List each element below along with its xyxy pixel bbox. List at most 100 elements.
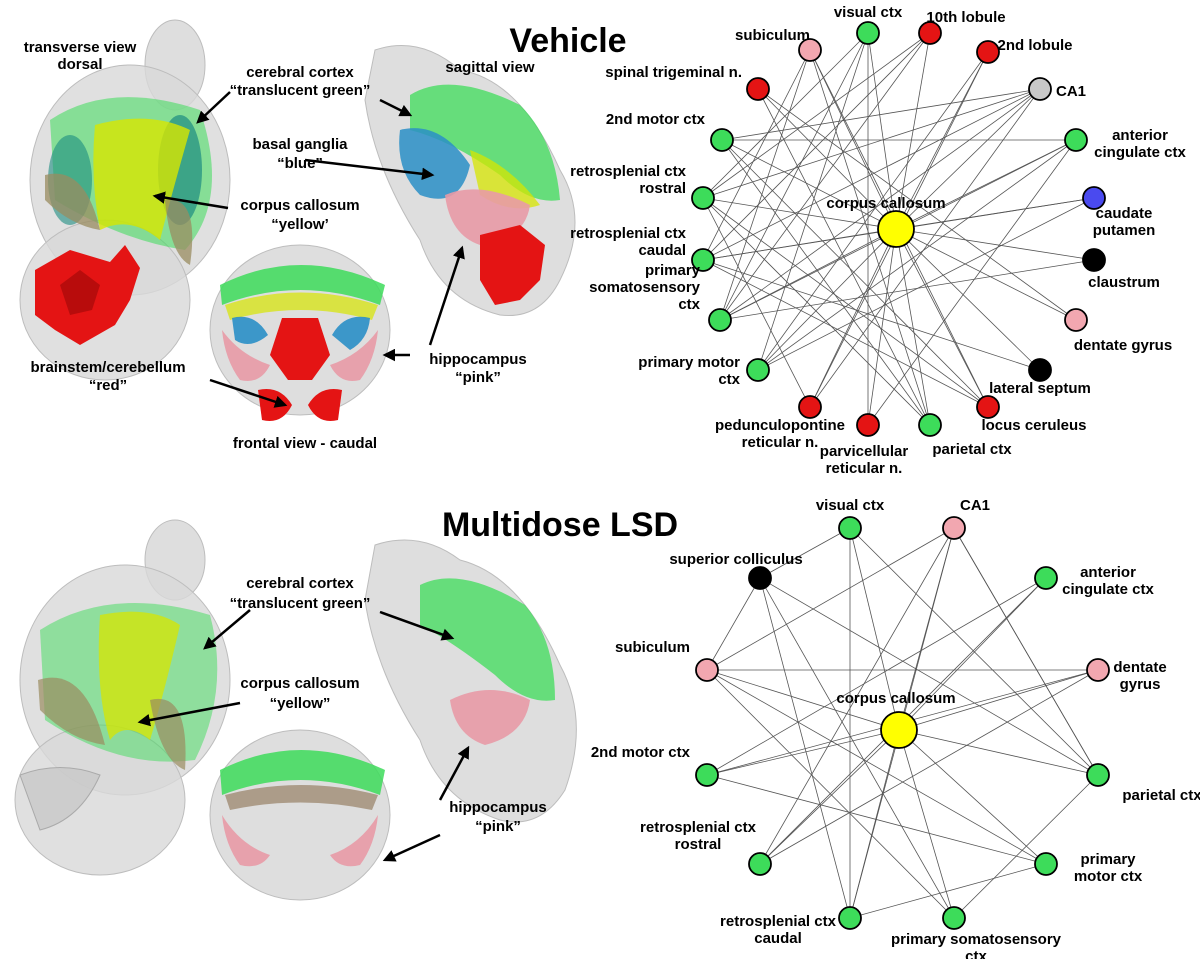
vehicle-node-label-cc: corpus callosum [826,195,945,212]
lsd-node-visual [838,516,862,540]
lsd-node-label-line: retrosplenial ctx [640,819,757,836]
lsd-node-cc [880,711,918,749]
lsd-edge-cc-visual [849,527,900,731]
lsd-transverse-brain [14,519,231,876]
lsd-node-label-ca1: CA1 [960,497,990,514]
vehicle-edge-rsc-septum [702,259,1041,371]
vehicle-edge-cc-parietal [895,228,931,426]
vehicle-node-label-line: retrosplenial ctx [570,225,687,242]
vehicle-edge-cc-pmotor [757,228,897,371]
lsd-title: Multidose LSD [442,506,678,544]
vehicle-node-label-line: corpus callosum [826,195,945,212]
lsd-edge-ca1-rsr [759,527,955,865]
dorsal-label: dorsal [57,56,102,73]
basal-ganglia-color-annotation: “blue” [277,155,323,172]
vehicle-edge-cc-ca1 [895,88,1041,230]
vehicle-edge-visual-rsr [702,32,869,199]
vehicle-edge-cc-lob2 [895,51,989,230]
vehicle-edge-ca1-motor2 [721,88,1041,141]
vehicle-node-ca1 [1028,77,1052,101]
vehicle-node-label-line: ctx [718,371,740,388]
lsd-edge-acc-motor2 [706,577,1047,776]
vehicle-node-lc [976,395,1000,419]
vehicle-edge-ca1-rsr [702,88,1041,199]
lsd-cortex-color-annotation: “translucent green” [230,595,371,612]
vehicle-node-label-line: visual ctx [834,4,903,21]
vehicle-node-ppn [798,395,822,419]
vehicle-edge-cc-claustrum [895,228,1095,261]
lsd-node-motor2 [695,763,719,787]
lsd-edge-visual-parietal [849,527,1099,776]
vehicle-edge-ppn-rsr [702,197,811,408]
lsd-edge-subiculum-pmotor [706,669,1047,865]
vehicle-node-label-line: subiculum [735,27,810,44]
lsd-node-rsc [838,906,862,930]
vehicle-edge-spinal-dentate [757,88,1077,321]
vehicle-node-motor2 [710,128,734,152]
lsd-node-label-line: retrosplenial ctx [720,913,837,930]
lsd-edge-sc-subiculum [706,577,761,671]
vehicle-node-rsc [691,248,715,272]
transverse-view-label: transverse view [24,39,137,56]
lsd-edge-sc-parietal [759,577,1099,776]
vehicle-edge-lob10-rsr [702,32,931,199]
vehicle-node-label-line: dentate gyrus [1074,337,1172,354]
lsd-node-rsr [748,852,772,876]
lsd-node-label-line: caudal [754,930,802,947]
cortex-annotation: cerebral cortex [246,64,354,81]
lsd-labels: Multidose LSD cerebral cortex “transluce… [230,506,678,835]
vehicle-edge-parvi-acc [867,139,1077,426]
vehicle-node-cc [877,210,915,248]
lsd-edge-cc-pmotor [898,729,1047,865]
vehicle-edge-visual-pss [719,32,869,321]
vehicle-node-label-motor2: 2nd motor ctx [606,111,706,128]
vehicle-node-label-line: 2nd lobule [998,37,1073,54]
lsd-node-acc [1034,566,1058,590]
vehicle-edge-caudate-pmotor [757,197,1095,371]
lsd-edge-cc-pss [898,729,955,919]
lsd-edge-parietal-pss [953,774,1099,919]
frontal-view-label: frontal view - caudal [233,435,377,452]
vehicle-node-label-parietal: parietal ctx [932,441,1012,458]
vehicle-annotation-arrows [152,91,465,408]
vehicle-node-pss [708,308,732,332]
lsd-node-label-cc: corpus callosum [836,690,955,707]
vehicle-node-label-line: locus ceruleus [981,417,1086,434]
vehicle-node-label-line: lateral septum [989,380,1091,397]
sagittal-view-label: sagittal view [445,59,535,76]
vehicle-edge-subiculum-rsc [702,49,811,261]
lsd-node-label-line: rostral [675,836,722,853]
lsd-node-label-line: primary somatosensory [891,931,1062,948]
vehicle-edge-lob10-pss [719,32,931,321]
lsd-node-label-line: ctx [965,948,987,959]
vehicle-edge-cc-parvi [867,228,897,426]
lsd-edge-cc-parietal [898,729,1099,776]
vehicle-node-septum [1028,358,1052,382]
vehicle-edge-rsr-lc [702,197,989,408]
vehicle-node-label-line: somatosensory [589,279,701,296]
vehicle-node-label-spinal: spinal trigeminal n. [605,64,742,81]
vehicle-node-spinal [746,77,770,101]
vehicle-node-label-line: primary [645,262,701,279]
vehicle-network-nodes [691,21,1106,437]
lsd-corpus-annotation: corpus callosum [240,675,359,692]
lsd-edge-parietal-ca1 [953,527,1099,776]
lsd-network-nodes [695,516,1110,930]
lsd-node-subiculum [695,658,719,682]
lsd-node-label-line: dentate [1113,659,1166,676]
vehicle-node-label-line: spinal trigeminal n. [605,64,742,81]
lsd-edge-cc-subiculum [706,669,900,731]
brainstem-annotation: brainstem/cerebellum [30,359,185,376]
brainstem-color-annotation: “red” [89,377,127,394]
